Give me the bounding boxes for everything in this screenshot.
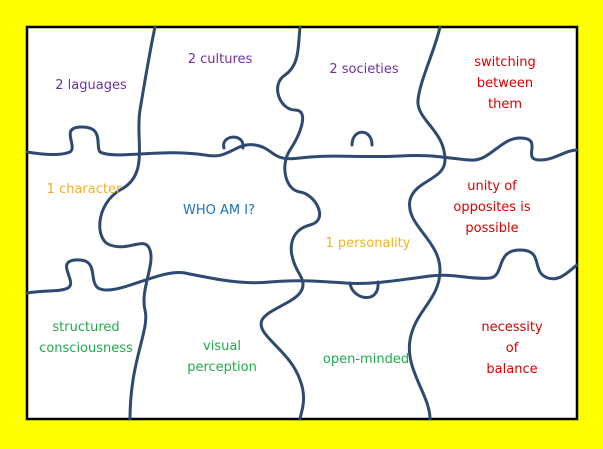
piece-label-open-minded: open-minded [322, 352, 410, 367]
piece-label-visual: visual perception [187, 339, 257, 375]
seam-horizontal-upper [25, 125, 579, 162]
tab-bottom-center [348, 280, 380, 299]
tab-center-left [222, 135, 245, 150]
piece-label-structured: structured consciousness [39, 320, 133, 356]
piece-label-cultures: 2 cultures [187, 52, 253, 67]
seam-vertical-right [407, 25, 447, 421]
piece-label-personality: 1 personality [325, 236, 411, 251]
tab-top-middle [350, 130, 374, 147]
piece-label-balance: necessity of balance [481, 320, 543, 377]
piece-label-switching: switching between them [474, 55, 536, 112]
seam-vertical-left [98, 25, 157, 421]
piece-label-unity: unity of opposites is possible [453, 179, 531, 236]
piece-label-who-am-i: WHO AM I? [183, 203, 255, 218]
piece-label-languages: 2 laguages [55, 78, 127, 93]
seam-horizontal-lower [25, 248, 579, 295]
piece-label-character: 1 character [46, 182, 122, 197]
piece-label-societies: 2 societies [329, 62, 399, 77]
seam-vertical-middle [259, 25, 322, 421]
board-frame [25, 25, 579, 421]
